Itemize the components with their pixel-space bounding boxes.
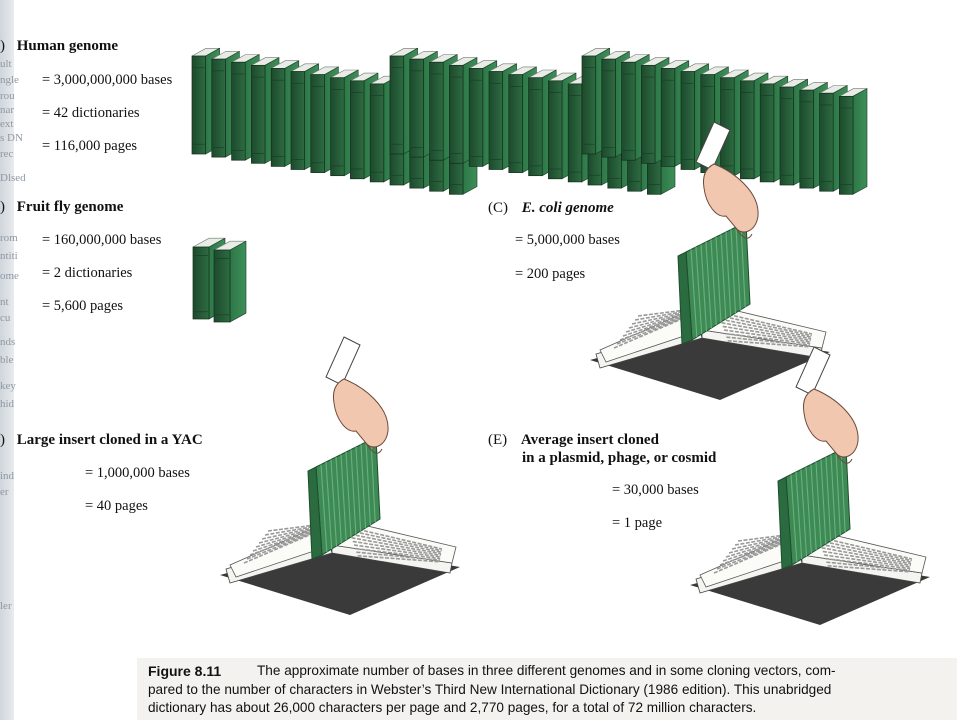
panel-e-title-line1: Average insert cloned: [520, 432, 659, 448]
panel-a-pages: = 116,000 pages: [42, 138, 138, 154]
panel-d-letter: ): [0, 432, 5, 448]
margin-fragment: rom: [0, 232, 18, 244]
caption-line-1: The approximate number of bases in three…: [257, 663, 836, 678]
panel-d-heading: ) Large insert cloned in a YAC: [0, 432, 203, 449]
panel-a-heading: ) Human genome: [0, 38, 118, 55]
panel-a-bases: = 3,000,000,000 bases: [42, 72, 173, 88]
panel-e-heading: (E) Average insert cloned: [488, 432, 659, 449]
margin-fragment: ext: [0, 118, 14, 130]
page-margin-strip: [0, 0, 14, 720]
panel-c-pages: = 200 pages: [515, 266, 586, 282]
margin-fragment: s DN: [0, 132, 23, 144]
margin-fragment: ngle: [0, 74, 19, 86]
panel-d-title: Large insert cloned in a YAC: [16, 432, 203, 448]
panel-c-title: E. coli genome: [521, 200, 614, 216]
panel-a-letter: ): [0, 38, 5, 54]
panel-d-pages: = 40 pages: [85, 498, 148, 514]
margin-fragment: ntiti: [0, 250, 18, 262]
dictionary-book: [290, 63, 319, 171]
margin-fragment: ble: [0, 354, 14, 366]
panel-c-letter: (C): [488, 200, 508, 216]
ecoli-open-dictionary: [590, 121, 830, 400]
panel-a-dictionaries: = 42 dictionaries: [42, 105, 140, 121]
panel-e-bases: = 30,000 bases: [612, 482, 699, 498]
panel-b-heading: ) Fruit fly genome: [0, 199, 123, 216]
dictionary-book: [839, 88, 868, 195]
margin-fragment: ult: [0, 58, 12, 70]
margin-fragment: cu: [0, 312, 11, 324]
panel-e-title-line2: in a plasmid, phage, or cosmid: [522, 450, 717, 466]
margin-fragment: hid: [0, 398, 15, 410]
panel-c-bases: = 5,000,000 bases: [515, 232, 620, 248]
human-genome-book-stack: [191, 47, 868, 195]
dictionary-book: [213, 240, 247, 323]
panel-b-title: Fruit fly genome: [16, 199, 124, 215]
panel-b-dictionaries: = 2 dictionaries: [42, 265, 133, 281]
margin-fragment: rec: [0, 148, 14, 160]
panel-d-bases: = 1,000,000 bases: [85, 465, 190, 481]
margin-fragment: ind: [0, 470, 15, 482]
margin-fragment: ome: [0, 270, 19, 282]
margin-fragment: key: [0, 380, 16, 392]
panel-e-letter: (E): [488, 432, 508, 448]
panel-b-letter: ): [0, 199, 5, 215]
margin-fragment: er: [0, 486, 9, 498]
panel-c-heading: (C) E. coli genome: [488, 200, 614, 217]
figure-caption-box: [137, 658, 957, 720]
panel-b-pages: = 5,600 pages: [42, 298, 124, 314]
margin-fragment: rou: [0, 90, 15, 102]
figure-number: Figure 8.11: [148, 663, 222, 679]
plasmid-open-dictionary: [690, 346, 930, 625]
panel-a-title: Human genome: [16, 38, 118, 54]
margin-fragment: Dlsed: [0, 172, 26, 184]
yac-open-dictionary: [220, 336, 460, 615]
margin-fragment: nt: [0, 296, 9, 308]
margin-fragment: nds: [0, 336, 16, 348]
fruit-fly-book-pair: [192, 237, 247, 323]
panel-b-bases: = 160,000,000 bases: [42, 232, 162, 248]
caption-line-2: pared to the number of characters in Web…: [148, 682, 832, 697]
margin-fragment: ler: [0, 600, 12, 612]
panel-e-pages: = 1 page: [612, 515, 663, 531]
caption-line-3: dictionary has about 26,000 characters p…: [148, 700, 757, 715]
margin-fragment: nar: [0, 104, 15, 116]
